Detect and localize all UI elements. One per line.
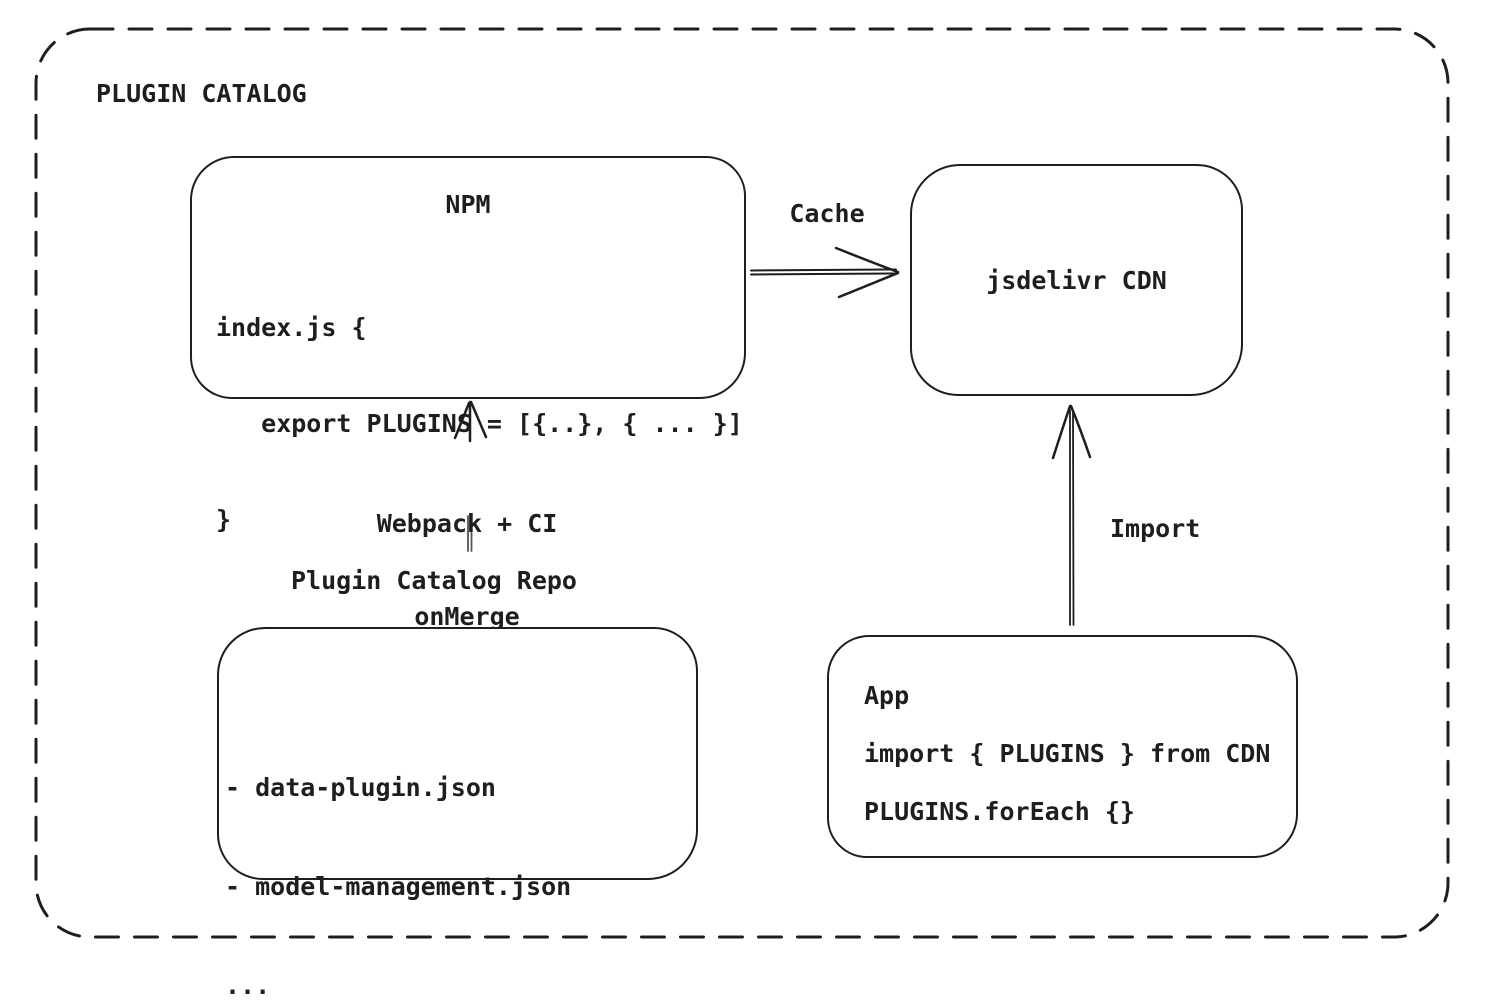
node-jsdelivr-cdn: jsdelivr CDN: [910, 164, 1243, 396]
import-edge-label: Import: [1110, 514, 1201, 543]
build-edge-label-line1: Webpack + CI: [376, 509, 558, 538]
code-line: }: [216, 505, 232, 534]
import-arrow-stem: [1072, 411, 1075, 626]
code-line: index.js {: [216, 313, 367, 342]
cache-arrowhead: [837, 271, 900, 299]
npm-title: NPM: [445, 190, 491, 219]
cache-arrow: [750, 246, 900, 299]
import-arrow: [1051, 404, 1092, 626]
repo-title: Plugin Catalog Repo: [291, 566, 577, 595]
repo-file-list: - data-plugin.json - model-management.js…: [225, 705, 696, 1002]
build-edge-label: Webpack + CI onMerge: [377, 446, 558, 694]
import-arrowhead: [1051, 404, 1072, 460]
cdn-label: jsdelivr CDN: [986, 265, 1167, 295]
build-edge-label-line2: onMerge: [414, 602, 520, 631]
cache-arrow-line: [750, 268, 897, 272]
node-app: App import { PLUGINS } from CDN PLUGINS.…: [827, 635, 1298, 858]
node-npm: NPM index.js { export PLUGINS = [{..}, {…: [190, 156, 746, 534]
file-list-item: - data-plugin.json: [225, 773, 496, 802]
import-arrowhead: [1069, 404, 1092, 459]
node-plugin-catalog-repo: - data-plugin.json - model-management.js…: [217, 627, 698, 1000]
app-title: App: [864, 681, 910, 710]
npm-code-block: index.js { export PLUGINS = [{..}, { ...…: [216, 248, 744, 600]
code-line: export PLUGINS = [{..}, { ... }]: [216, 409, 743, 438]
file-list-item: - model-management.json: [225, 872, 572, 901]
diagram-title: PLUGIN CATALOG: [96, 79, 307, 108]
code-line: import { PLUGINS } from CDN: [864, 739, 1271, 768]
code-line: PLUGINS.forEach {}: [864, 797, 1135, 826]
cache-edge-label: Cache: [789, 199, 865, 228]
cache-arrow-line: [750, 272, 898, 276]
cache-arrowhead: [834, 246, 900, 274]
file-list-item: ...: [225, 971, 271, 1000]
